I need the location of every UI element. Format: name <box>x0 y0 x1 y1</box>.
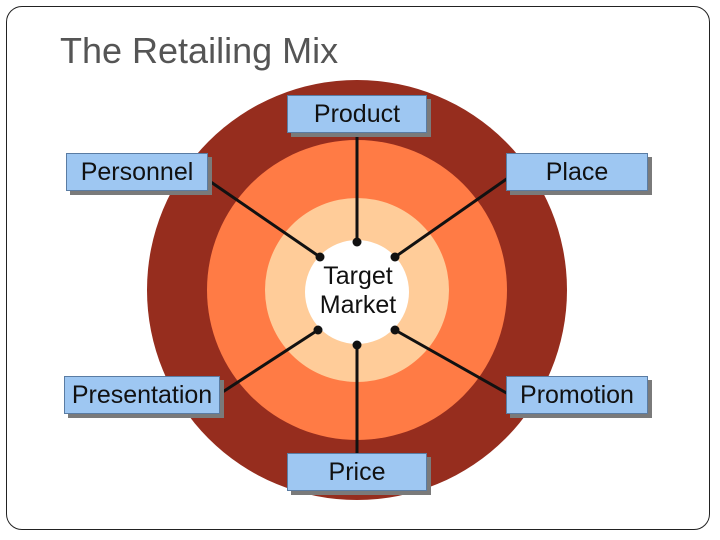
label-promotion: Promotion <box>506 376 648 414</box>
connector-promotion <box>394 328 511 397</box>
slide-title: The Retailing Mix <box>60 30 339 71</box>
label-price: Price <box>287 453 427 491</box>
connector-dot-personnel <box>315 252 325 262</box>
connector-dot-promotion <box>390 325 400 335</box>
label-product: Product <box>287 95 427 133</box>
connector-dot-price <box>352 340 362 350</box>
label-presentation: Presentation <box>64 376 220 414</box>
center-label-target-market: Target Market <box>300 262 416 320</box>
center-label-line-1: Target <box>323 262 393 290</box>
connector-place <box>394 176 509 259</box>
label-personnel: Personnel <box>66 153 208 191</box>
center-circle <box>305 240 409 344</box>
connector-dot-place <box>390 252 400 262</box>
connector-dot-presentation <box>313 325 323 335</box>
connector-personnel <box>204 176 321 259</box>
connector-dot-product <box>352 237 362 247</box>
connector-presentation <box>217 328 319 397</box>
center-label-line-2: Market <box>319 291 397 319</box>
label-place: Place <box>506 153 648 191</box>
